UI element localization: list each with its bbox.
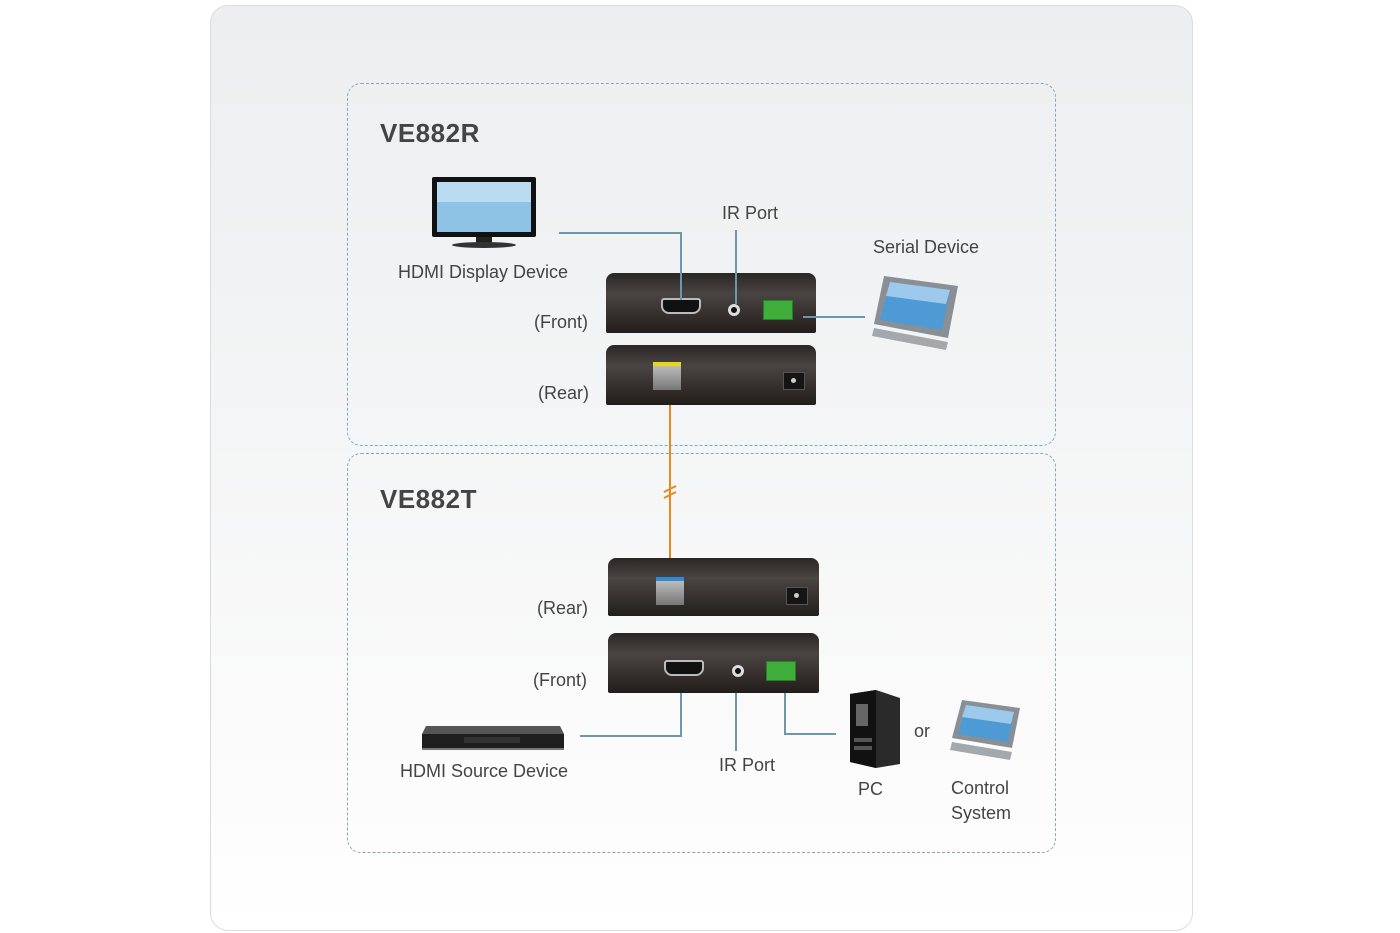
pc-tower-icon xyxy=(850,690,900,768)
hdmi-display-cable-h xyxy=(559,232,681,234)
or-label: or xyxy=(914,721,931,741)
receiver-rear-panel xyxy=(606,345,816,405)
receiver-power-jack xyxy=(783,372,805,390)
receiver-ir-line xyxy=(735,230,737,304)
pc-label: PC xyxy=(858,779,884,799)
control-system-label-2: System xyxy=(951,803,1012,823)
transmitter-rear-label: (Rear) xyxy=(537,598,589,618)
serial-cable xyxy=(803,316,865,318)
transmitter-rear-panel xyxy=(608,558,819,616)
transmitter-power-jack xyxy=(786,587,808,605)
transmitter-title: VE882T xyxy=(380,484,477,514)
transmitter-hdmi-port xyxy=(664,660,704,676)
serial-device-icon xyxy=(872,276,958,350)
fiber-cable xyxy=(669,405,671,560)
control-system-label-1: Control xyxy=(951,778,1010,798)
hdmi-display-label: HDMI Display Device xyxy=(398,262,569,282)
transmitter-front-label: (Front) xyxy=(533,670,587,690)
receiver-title: VE882R xyxy=(380,118,480,148)
transmitter-ir-port-label: IR Port xyxy=(719,755,776,775)
transmitter-ir-port xyxy=(732,665,744,677)
hdmi-source-cable-h xyxy=(580,735,682,737)
receiver-ir-port xyxy=(728,304,740,316)
hdmi-display-cable-v xyxy=(680,232,682,300)
transmitter-zone xyxy=(347,453,1056,853)
hdmi-source-label: HDMI Source Device xyxy=(400,761,569,781)
fiber-break-mark xyxy=(663,485,677,499)
control-system-icon xyxy=(950,700,1020,760)
receiver-ir-port-label: IR Port xyxy=(722,203,779,223)
control-cable-h xyxy=(784,733,836,735)
transmitter-ir-line xyxy=(735,693,737,751)
hdmi-display-icon xyxy=(432,177,536,248)
receiver-zone xyxy=(347,83,1056,446)
hdmi-source-icon xyxy=(422,726,564,750)
serial-device-label: Serial Device xyxy=(873,237,980,257)
control-cable-v xyxy=(784,693,786,735)
diagram-card xyxy=(210,5,1193,931)
receiver-rs232-terminal xyxy=(763,300,793,320)
transmitter-rs232-terminal xyxy=(766,661,796,681)
receiver-rear-label: (Rear) xyxy=(538,383,590,403)
hdmi-source-cable-v xyxy=(680,693,682,737)
receiver-front-label: (Front) xyxy=(534,312,588,332)
transmitter-sfp-port xyxy=(656,577,684,605)
receiver-sfp-port xyxy=(653,362,681,390)
receiver-hdmi-port xyxy=(661,298,701,314)
